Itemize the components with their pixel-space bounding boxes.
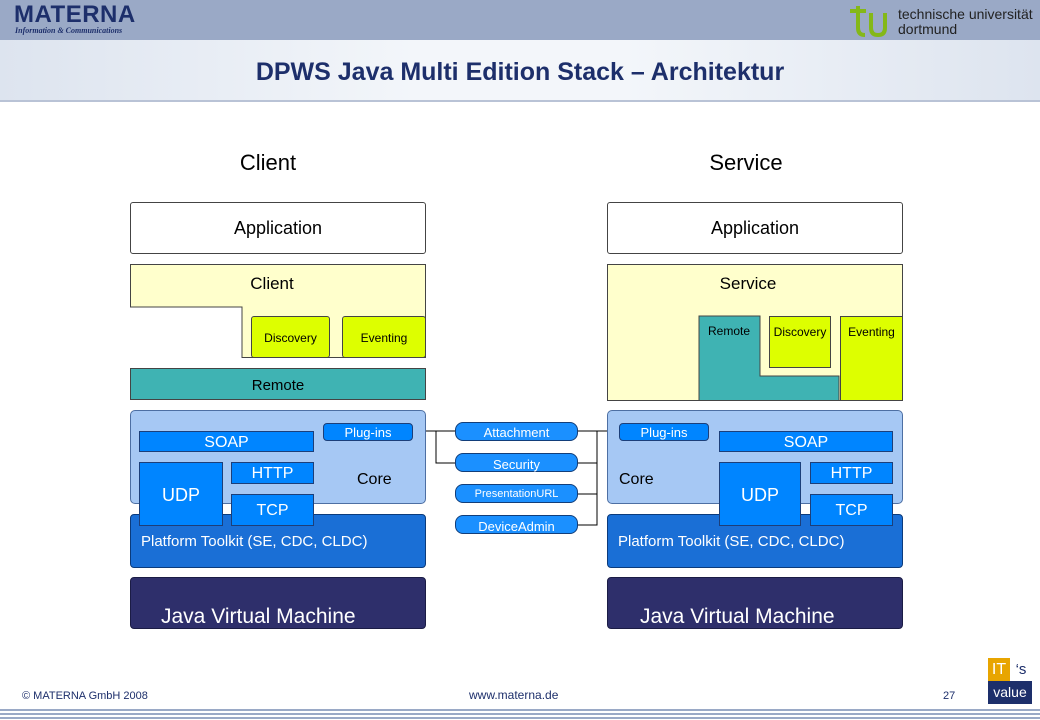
- service-soap-label: SOAP: [783, 434, 829, 451]
- title-bar: [0, 40, 1040, 102]
- security-label: Security: [493, 457, 540, 472]
- header-bar: [0, 0, 1040, 40]
- service-http-box: HTTP: [810, 462, 893, 484]
- service-eventing-box: Eventing: [840, 316, 903, 401]
- service-soap-box: SOAP: [719, 431, 893, 452]
- client-remote-label: Remote: [251, 377, 305, 394]
- service-module-label: Service: [719, 274, 777, 293]
- device-admin-label: DeviceAdmin: [478, 519, 555, 534]
- client-soap-box: SOAP: [139, 431, 314, 452]
- materna-logo-subtitle: Information & Communications: [15, 26, 123, 35]
- service-remote-label: Remote: [707, 324, 751, 338]
- its-s: ‘s: [1010, 658, 1032, 681]
- tu-wordmark: technische universität dortmund: [898, 7, 1033, 37]
- client-plugins-box: Plug-ins: [323, 423, 413, 441]
- presentation-url-label: PresentationURL: [474, 488, 559, 500]
- tu-line-2: dortmund: [898, 21, 958, 37]
- service-application-box: Application: [607, 202, 903, 254]
- client-discovery-label: Discovery: [264, 331, 317, 345]
- client-jvm-label: Java Virtual Machine: [161, 605, 356, 628]
- attachment-label: Attachment: [483, 425, 550, 440]
- client-core-label: Core: [357, 471, 392, 488]
- service-platform-box: Platform Toolkit (SE, CDC, CLDC): [607, 514, 903, 568]
- client-eventing-box: Eventing: [342, 316, 426, 358]
- service-udp-label: UDP: [740, 485, 779, 505]
- service-http-label: HTTP: [830, 465, 873, 482]
- service-discovery-box: Discovery: [769, 316, 831, 368]
- page-number: 27: [943, 690, 956, 702]
- client-soap-label: SOAP: [204, 434, 249, 451]
- service-eventing-label: Eventing: [848, 325, 895, 339]
- service-platform-label: Platform Toolkit (SE, CDC, CLDC): [618, 533, 845, 550]
- service-udp-box: UDP: [719, 462, 801, 526]
- service-plugins-box: Plug-ins: [619, 423, 709, 441]
- service-tcp-box: TCP: [810, 494, 893, 526]
- client-application-box: Application: [130, 202, 426, 254]
- service-heading: Service: [709, 150, 783, 175]
- client-eventing-label: Eventing: [360, 331, 408, 345]
- client-module-label: Client: [250, 274, 294, 293]
- service-jvm-box: Java Virtual Machine: [607, 577, 903, 629]
- client-application-label: Application: [233, 218, 323, 238]
- materna-url-link[interactable]: www.materna.de: [469, 688, 559, 702]
- footer-stripes: [0, 709, 1040, 720]
- copyright-text: © MATERNA GmbH 2008: [22, 690, 148, 702]
- client-tcp-label: TCP: [256, 502, 289, 519]
- materna-logo: MATERNA: [14, 1, 136, 28]
- its-it: IT: [988, 658, 1010, 681]
- page-title: DPWS Java Multi Edition Stack – Architek…: [255, 58, 785, 86]
- client-heading: Client: [239, 150, 297, 175]
- client-discovery-box: Discovery: [251, 316, 330, 358]
- client-jvm-box: Java Virtual Machine: [130, 577, 426, 629]
- service-core-label: Core: [619, 471, 654, 488]
- presentation-url-pill: PresentationURL: [455, 484, 578, 503]
- client-tcp-box: TCP: [231, 494, 314, 526]
- service-jvm-label: Java Virtual Machine: [640, 605, 835, 628]
- device-admin-pill: DeviceAdmin: [455, 515, 578, 534]
- client-udp-box: UDP: [139, 462, 223, 526]
- client-http-label: HTTP: [251, 465, 294, 482]
- service-plugins-label: Plug-ins: [640, 425, 688, 440]
- service-tcp-label: TCP: [835, 502, 868, 519]
- client-http-box: HTTP: [231, 462, 314, 484]
- service-application-label: Application: [710, 218, 800, 238]
- tu-logo-icon: [850, 6, 887, 38]
- its-value-logo: IT ‘s value: [988, 658, 1032, 704]
- client-remote-box: Remote: [130, 368, 426, 400]
- security-pill: Security: [455, 453, 578, 472]
- service-discovery-label: Discovery: [773, 325, 827, 339]
- client-udp-label: UDP: [161, 485, 200, 505]
- client-plugins-label: Plug-ins: [344, 425, 392, 440]
- attachment-pill: Attachment: [455, 422, 578, 441]
- client-platform-label: Platform Toolkit (SE, CDC, CLDC): [141, 533, 368, 550]
- its-value: value: [988, 681, 1032, 704]
- tu-line-1: technische universität: [898, 6, 1033, 22]
